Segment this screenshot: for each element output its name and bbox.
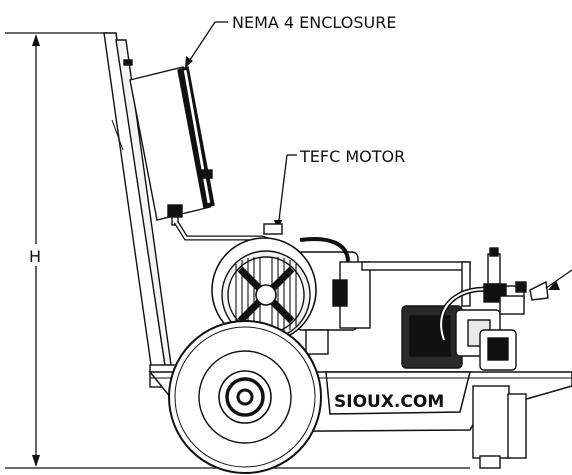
pump-inlet-port (487, 337, 509, 361)
unloader-cap (489, 247, 499, 257)
outlet-nut (515, 281, 527, 293)
enclosure-callout-label: NEMA 4 ENCLOSURE (232, 13, 396, 32)
enclosure-latch (201, 169, 213, 179)
upright-frame (103, 32, 177, 388)
enclosure-leader-line (185, 21, 216, 67)
rear-stand-leg (472, 385, 527, 469)
upright-bracket-top (123, 59, 133, 66)
unloader-valve (487, 253, 501, 285)
motor-shaft-hub (255, 284, 277, 306)
motor-callout-label: TEFC MOTOR (299, 147, 405, 166)
stand-foot (479, 455, 501, 469)
motor-conduit-bend (299, 237, 350, 263)
stand-leg-body (472, 385, 510, 459)
wheel-axle-icon (236, 388, 254, 406)
enclosure-leader (185, 21, 228, 68)
enclosure-leader-arrow-icon (185, 56, 193, 68)
enclosure-cable-gland (167, 204, 183, 218)
chassis-plate (325, 371, 471, 415)
outlet-nipple (529, 280, 549, 301)
motor-junction-box (332, 279, 348, 307)
stand-brace (507, 393, 527, 459)
brand-logo-text: SIOUX.COM (334, 392, 444, 412)
dimension-arrow-down-icon (32, 455, 40, 467)
motor-leader (274, 154, 297, 232)
pump-assembly (401, 247, 572, 371)
bracket-upright (461, 261, 471, 307)
motor-mount (305, 329, 329, 355)
wheel-tread-line (174, 326, 316, 468)
nema-enclosure (129, 66, 215, 226)
dimension-arrow-up-icon (32, 34, 40, 46)
pump-fitting (499, 295, 525, 315)
height-label: H (29, 247, 41, 266)
right-callout-leader (545, 269, 572, 289)
wheel (168, 320, 322, 474)
bracket-top-bar (361, 261, 471, 271)
right-callout-arrow-icon (548, 280, 560, 290)
height-dimension (5, 32, 470, 469)
pump-bracket (361, 261, 471, 307)
motor-leader-line (277, 154, 288, 229)
upright-tick (111, 119, 124, 151)
motor-lifting-eye (263, 223, 283, 235)
